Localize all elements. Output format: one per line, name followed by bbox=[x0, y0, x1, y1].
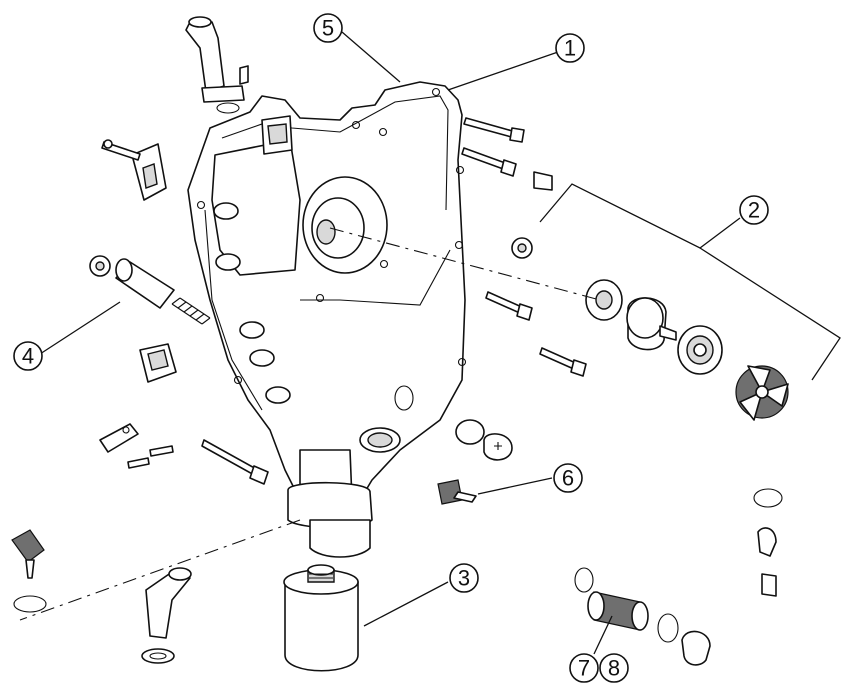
oil-strainer-assembly bbox=[574, 567, 711, 666]
callout-5-label: 5 bbox=[322, 16, 334, 41]
water-pump-assembly bbox=[511, 237, 789, 421]
engine-side-cover bbox=[187, 81, 467, 501]
callout-4: 4 bbox=[13, 341, 43, 371]
hose-clips bbox=[753, 488, 783, 597]
callout-3: 3 bbox=[449, 563, 479, 593]
callout-1-label: 1 bbox=[564, 36, 576, 61]
housing-bosses bbox=[213, 202, 291, 404]
long-bolt-lower bbox=[201, 439, 269, 485]
cover-bolts bbox=[461, 117, 587, 377]
relief-valve-parts bbox=[89, 255, 211, 383]
leader-lines bbox=[39, 31, 841, 655]
impeller bbox=[735, 365, 789, 421]
callout-5: 5 bbox=[313, 13, 343, 43]
oil-dipstick bbox=[11, 529, 47, 613]
callout-1: 1 bbox=[555, 33, 585, 63]
breather-pipe-top bbox=[185, 16, 249, 114]
temperature-sensor bbox=[437, 479, 477, 505]
drain-plug-cap bbox=[455, 419, 513, 461]
lower-hose bbox=[141, 567, 192, 664]
small-bracket-bolts bbox=[99, 423, 174, 469]
callout-8-label: 8 bbox=[608, 656, 620, 681]
callout-7-label: 7 bbox=[578, 656, 590, 681]
valve-spring bbox=[171, 297, 211, 325]
callout-7: 7 bbox=[569, 653, 599, 683]
alignment-lines bbox=[19, 227, 601, 621]
oil-filter bbox=[283, 564, 359, 672]
callout-6-label: 6 bbox=[562, 466, 574, 491]
callout-2-label: 2 bbox=[748, 198, 760, 223]
callout-3-label: 3 bbox=[458, 566, 470, 591]
callout-6: 6 bbox=[553, 463, 583, 493]
mounting-bracket bbox=[101, 139, 167, 201]
perimeter-bolt-holes bbox=[196, 87, 467, 385]
callout-8: 8 bbox=[599, 653, 629, 683]
callout-2: 2 bbox=[739, 195, 769, 225]
callout-4-label: 4 bbox=[22, 344, 34, 369]
filter-mount-boss bbox=[287, 481, 373, 558]
